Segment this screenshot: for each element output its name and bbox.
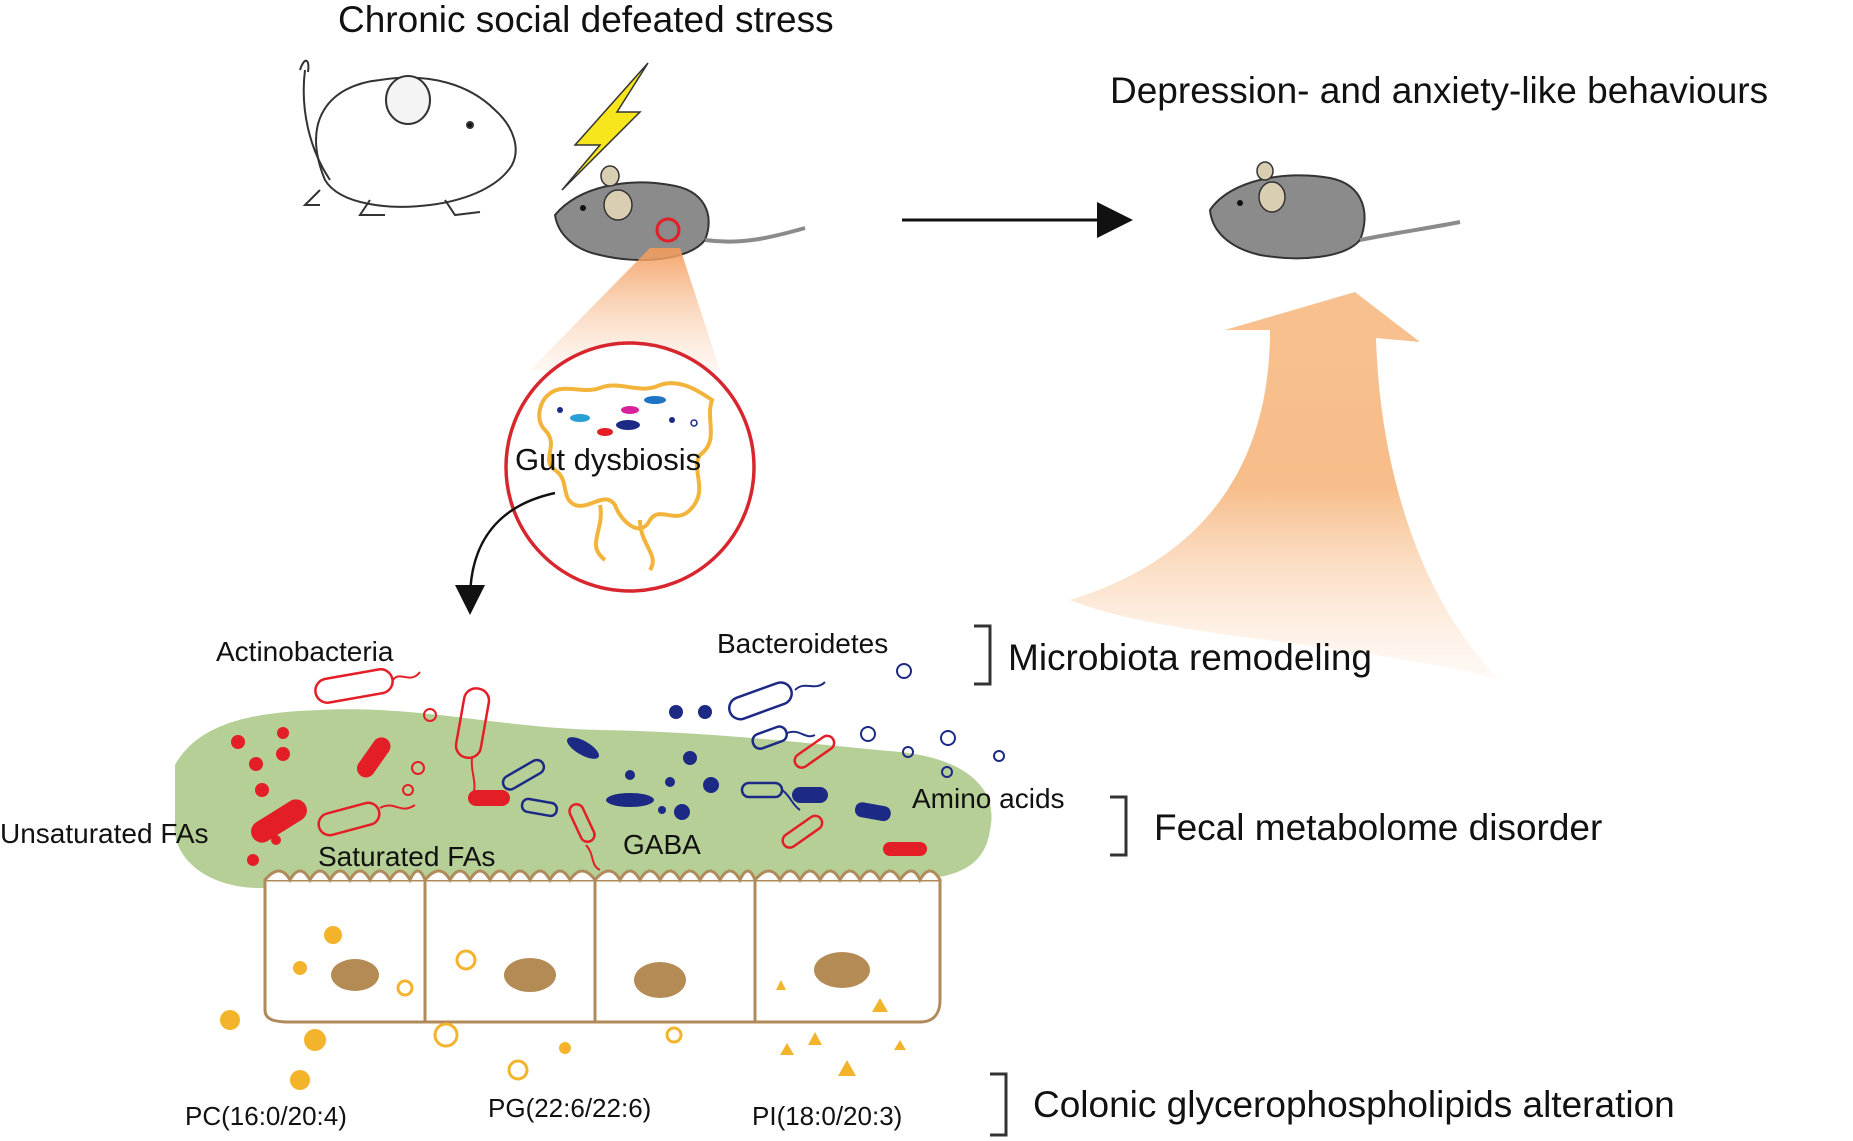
depressed-mouse-icon: [1208, 161, 1461, 260]
microbiota-bracket: [974, 624, 992, 686]
unsaturated-fas-label: Unsaturated FAs: [0, 818, 209, 849]
colonic-glycerophospholipids-label: Colonic glycerophospholipids alteration: [1033, 1084, 1675, 1125]
fecal-bracket: [1110, 795, 1128, 857]
flagella-red: [379, 671, 601, 871]
lipid-dots: [220, 926, 571, 1090]
mucus-layer: [174, 709, 992, 888]
amino-acids-label: Amino acids: [912, 783, 1065, 814]
blue-bacteria: [501, 663, 1005, 822]
flagella-blue: [781, 681, 826, 811]
outcome-title: Depression- and anxiety-like behaviours: [1110, 70, 1768, 111]
microbiota-remodeling-label: Microbiota remodeling: [1008, 637, 1372, 678]
lipid-rings: [396, 949, 683, 1081]
dysbiosis-arrow: [455, 491, 556, 615]
pi-label: PI(18:0/20:3): [752, 1101, 902, 1131]
saturated-fas-label: Saturated FAs: [318, 841, 495, 872]
pg-label: PG(22:6/22:6): [488, 1093, 651, 1123]
gut-dysbiosis-label: Gut dysbiosis: [515, 442, 701, 477]
zoom-cone: [530, 248, 720, 370]
stressed-mouse-icon: [553, 165, 806, 261]
lightning-bolt-icon: [561, 62, 649, 191]
cell-nuclei: [331, 952, 870, 998]
gaba-label: GABA: [623, 829, 701, 860]
lipid-triangles: [776, 980, 906, 1076]
pc-label: PC(16:0/20:4): [185, 1101, 347, 1131]
actinobacteria-label: Actinobacteria: [216, 636, 394, 667]
colonic-bracket: [990, 1072, 1008, 1137]
red-bacteria: [231, 668, 927, 866]
epithelium: [263, 869, 942, 1024]
stress-title: Chronic social defeated stress: [338, 0, 834, 40]
bacteroidetes-label: Bacteroidetes: [717, 628, 888, 659]
aggressor-mouse-icon: [299, 59, 517, 217]
gut-dysbiosis-circle: Gut dysbiosis: [504, 341, 756, 593]
fecal-metabolome-label: Fecal metabolome disorder: [1154, 807, 1602, 848]
big-upward-arrow: [1070, 292, 1500, 680]
